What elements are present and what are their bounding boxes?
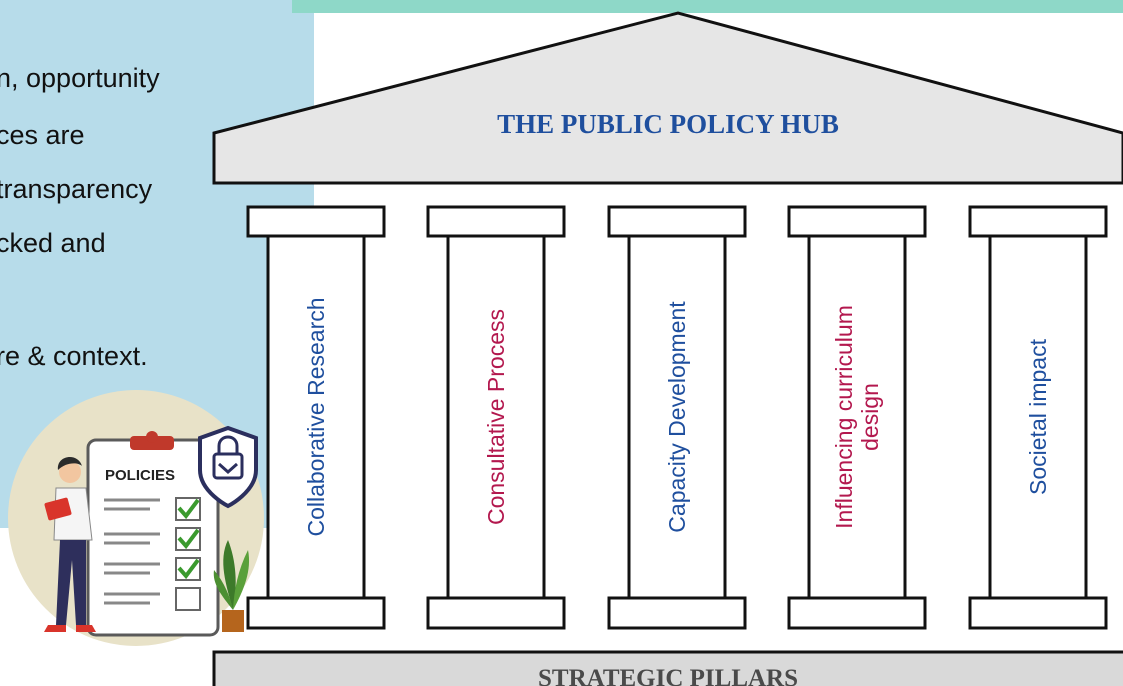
pillar-shaft: [627, 234, 727, 600]
clipboard-checklist-icon: POLICIES: [86, 431, 220, 637]
empty-checkbox: [175, 587, 201, 611]
pillar-label: Societal impact: [1025, 338, 1051, 495]
check-icon: [177, 528, 200, 550]
pillar-capital: [787, 205, 927, 238]
pillar: Collaborative Research: [246, 205, 386, 630]
pillar-label: Capacity Development: [664, 301, 690, 533]
pillar-base: [968, 596, 1108, 630]
pillar-capital: [968, 205, 1108, 238]
policy-illustration: POLICIES: [8, 390, 264, 646]
pillar: Consultative Process: [426, 205, 566, 630]
pillar-label: design: [857, 383, 883, 451]
pillar-capital: [246, 205, 386, 238]
pillar-base: [787, 596, 927, 630]
intro-line: re & context.: [0, 341, 148, 371]
pediment-roof: [212, 11, 1123, 185]
temple-title: THE PUBLIC POLICY HUB: [497, 109, 839, 139]
pillar: Capacity Development: [607, 205, 747, 630]
intro-line: transparency: [0, 174, 153, 204]
potted-plant: [213, 540, 250, 632]
checklist-items: [104, 497, 201, 611]
pillar-label: Consultative Process: [483, 309, 509, 525]
shield-lock-icon: [198, 425, 258, 509]
clipboard-title: POLICIES: [105, 467, 175, 484]
base-label: STRATEGIC PILLARS: [538, 665, 798, 686]
header-strip: [292, 0, 1123, 13]
intro-line: ces are: [0, 120, 85, 150]
check-icon: [177, 498, 200, 520]
temple-base: [212, 650, 1123, 686]
pillar-base: [607, 596, 747, 630]
intro-line: n, opportunity: [0, 63, 160, 93]
pillar: Societal impact: [968, 205, 1108, 630]
pillar-label: Influencing curriculum: [831, 305, 857, 529]
pillar-shaft: [266, 234, 366, 600]
woman-with-tablet: [44, 456, 96, 632]
pillar-label: Collaborative Research: [303, 297, 329, 536]
pillar-group: Collaborative Research Consultative Proce…: [246, 205, 1108, 630]
pillar-shaft: [446, 234, 546, 600]
pillar-base: [246, 596, 386, 630]
pillar-capital: [607, 205, 747, 238]
check-icon: [177, 558, 200, 580]
intro-line: cked and: [0, 228, 106, 258]
pillar-base: [426, 596, 566, 630]
pillar-shaft: [807, 234, 907, 600]
pillar-capital: [426, 205, 566, 238]
